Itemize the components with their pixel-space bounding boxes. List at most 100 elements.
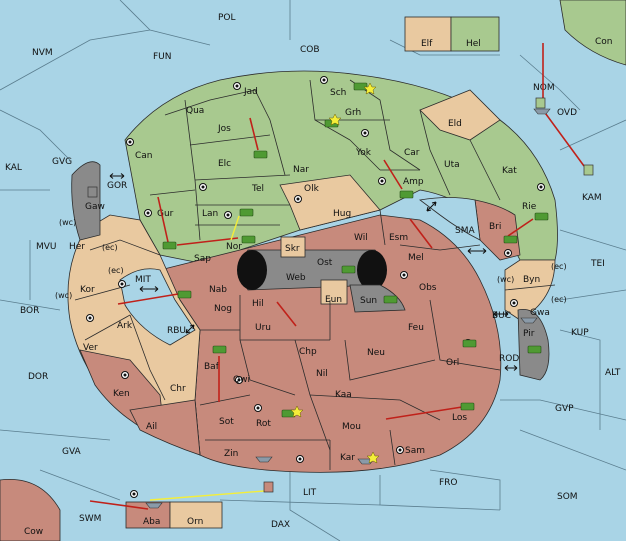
label-bri: Bri <box>489 222 501 232</box>
move-arrow <box>176 237 239 246</box>
label-gwa: Gwa <box>530 308 550 318</box>
support-line <box>149 490 265 501</box>
impassable-west <box>237 250 267 290</box>
label-rbu: RBU <box>167 326 186 336</box>
province-gaw[interactable] <box>71 161 101 241</box>
province-eun[interactable] <box>320 279 348 305</box>
province-olk-hug[interactable] <box>279 174 381 231</box>
label-fro: FRO <box>439 478 458 488</box>
army-icon[interactable] <box>503 235 518 244</box>
label-cob: COB <box>300 45 320 55</box>
province-labels: POL COB FUN NVM Con NOM OVD KAM TEI KUP … <box>5 13 621 537</box>
army-icon[interactable] <box>162 241 177 250</box>
label-pol: POL <box>218 13 236 23</box>
label-ail: Ail <box>146 422 157 432</box>
coast-tag: (wc) <box>497 275 514 284</box>
province-sun[interactable] <box>349 284 406 313</box>
move-arrow <box>89 500 149 510</box>
army-icon[interactable] <box>239 208 254 217</box>
label-nab: Nab <box>209 285 227 295</box>
province-eld[interactable] <box>419 89 501 141</box>
label-buc: BUC <box>492 311 511 321</box>
star-icon <box>366 451 380 464</box>
double-arrow-icon <box>493 311 509 317</box>
label-ken: Ken <box>113 389 130 399</box>
label-uta: Uta <box>444 160 460 170</box>
fleet-icon[interactable] <box>255 456 273 463</box>
army-icon[interactable] <box>399 190 414 199</box>
province-skr[interactable] <box>280 236 306 258</box>
label-hil: Hil <box>252 299 264 309</box>
move-arrow <box>385 406 463 420</box>
label-ost: Ost <box>317 258 333 268</box>
army-icon[interactable] <box>462 339 477 348</box>
province-ail[interactable] <box>129 399 201 456</box>
label-alt: ALT <box>605 368 621 378</box>
move-arrow <box>383 159 403 190</box>
label-zin: Zin <box>224 449 238 459</box>
label-jos: Jos <box>217 124 231 134</box>
label-eld: Eld <box>448 119 462 129</box>
star-icon <box>363 82 377 95</box>
label-jad: Jad <box>243 87 258 97</box>
province-byn-gwa[interactable] <box>504 259 556 321</box>
coast-tag: (wc) <box>59 218 76 227</box>
label-sam: Sam <box>405 446 425 456</box>
sea-sma[interactable] <box>419 197 481 241</box>
label-mel: Mel <box>408 253 424 263</box>
move-arrow <box>249 117 259 151</box>
army-icon[interactable] <box>212 345 227 354</box>
label-elf: Elf <box>421 39 433 49</box>
label-nar: Nar <box>293 165 309 175</box>
fleet-icon[interactable] <box>533 108 551 115</box>
army-icon[interactable] <box>341 265 356 274</box>
label-lan: Lan <box>202 209 218 219</box>
coast-tag: (ec) <box>551 295 567 304</box>
label-tel: Tel <box>251 184 264 194</box>
label-gor: GOR <box>107 181 127 191</box>
supply-centers <box>86 76 545 498</box>
label-gvg: GVG <box>52 157 72 167</box>
label-aba: Aba <box>143 517 160 527</box>
move-orders <box>89 43 585 510</box>
province-pir[interactable] <box>517 308 550 381</box>
dislodged-unit-icon <box>583 164 594 176</box>
label-skr: Skr <box>285 244 300 254</box>
coast-tag: (ec) <box>102 243 118 252</box>
label-kaa: Kaa <box>335 390 352 400</box>
label-swm: SWM <box>79 514 101 524</box>
fleet-icon[interactable] <box>520 317 538 324</box>
label-web: Web <box>286 273 306 283</box>
sea-rbu[interactable] <box>119 268 196 346</box>
province-bri-rie[interactable] <box>474 199 521 261</box>
army-icon[interactable] <box>383 295 398 304</box>
province-orn[interactable] <box>169 501 223 529</box>
province-cow[interactable] <box>0 478 61 541</box>
army-icon[interactable] <box>534 212 549 221</box>
label-her: Her <box>69 242 85 252</box>
move-arrow <box>507 218 534 237</box>
label-mvu: MVU <box>36 242 57 252</box>
army-icon[interactable] <box>253 150 268 159</box>
army-icon[interactable] <box>241 235 256 244</box>
move-arrow <box>409 218 433 249</box>
passage-markers <box>109 173 518 371</box>
label-baf: Baf <box>204 362 220 372</box>
dislodged-unit-icon <box>263 481 274 493</box>
army-icon[interactable] <box>527 345 542 354</box>
label-can: Can <box>135 151 153 161</box>
support-line <box>230 215 240 241</box>
label-uru: Uru <box>255 323 271 333</box>
coast-tags: (wc) (ec) (ec) (wc) (ec) (wc) (ec) <box>55 218 567 304</box>
label-amp: Amp <box>403 177 424 187</box>
label-kal: KAL <box>5 163 22 173</box>
coast-tag: (ec) <box>108 266 124 275</box>
army-icon[interactable] <box>177 290 192 299</box>
label-som: SOM <box>557 492 578 502</box>
move-arrow <box>157 196 169 243</box>
province-hel[interactable] <box>450 16 500 52</box>
army-icon[interactable] <box>460 402 475 411</box>
army-icon[interactable] <box>353 82 368 91</box>
fleet-icon[interactable] <box>145 502 163 509</box>
